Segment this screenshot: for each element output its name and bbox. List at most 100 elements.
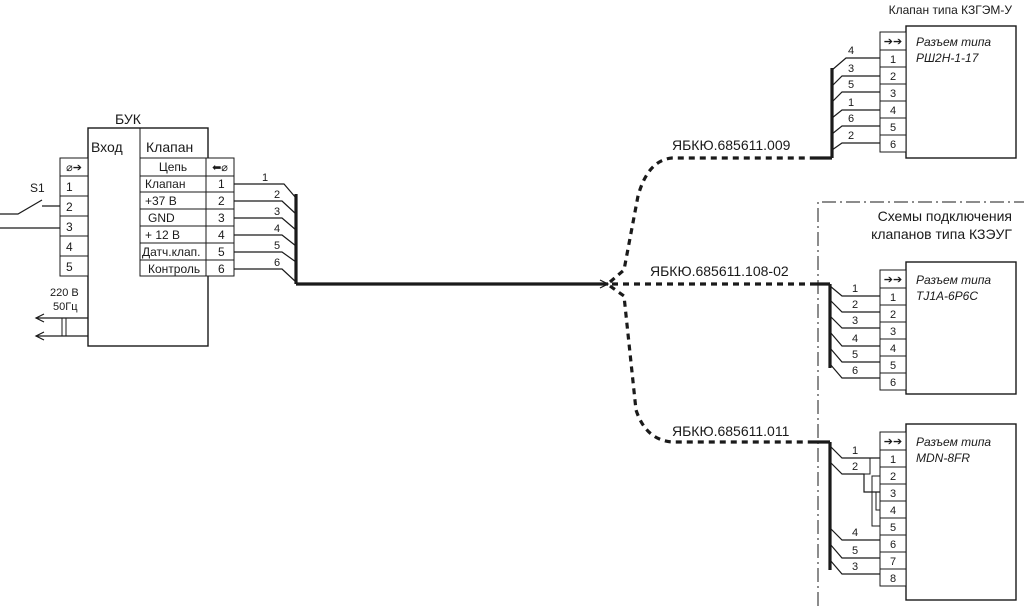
kzgem-pin: 3	[890, 88, 896, 100]
mdn-pin: 2	[890, 471, 896, 483]
valve-row-label: GND	[148, 211, 175, 225]
valve-row-pin: 4	[218, 228, 225, 242]
kzgem-wire-number: 3	[848, 63, 854, 75]
switch-s1: S1	[0, 181, 60, 229]
mdn-header-symbol: ➔➔	[884, 436, 902, 448]
input-pin: 2	[66, 200, 73, 214]
main-trunk	[296, 279, 610, 289]
wire-number: 4	[274, 223, 280, 235]
kzeug-title-line2: клапанов типа КЗЭУГ	[871, 226, 1012, 242]
mdn-wire-number: 2	[852, 461, 858, 473]
tj1a-pin: 1	[890, 292, 896, 304]
buk-title: БУК	[115, 111, 142, 127]
mdn-pin: 1	[890, 454, 896, 466]
input-pin: 5	[66, 260, 73, 274]
valve-row-label: + 12 В	[145, 228, 180, 242]
tj1a-connector: ➔➔ 1 2 3 4 5 6 Разъем типа TJ1A-6P6C 1 2…	[812, 261, 1017, 395]
tj1a-wire-number: 1	[852, 283, 858, 295]
mdn-wire-number: 4	[852, 527, 858, 539]
input-pin: 3	[66, 220, 73, 234]
valve-row-pin: 6	[218, 262, 225, 276]
tj1a-pin: 2	[890, 309, 896, 321]
wire-number: 1	[262, 172, 268, 184]
cable-label-1: ЯБКЮ.685611.009	[672, 137, 791, 153]
mdn-pin: 8	[890, 573, 896, 585]
tj1a-body	[905, 261, 1017, 395]
mdn-connector-model: MDN-8FR	[916, 451, 970, 465]
mdn-pin: 5	[890, 522, 896, 534]
valve-row-label: +37 В	[145, 194, 177, 208]
kzgem-body	[905, 25, 1017, 159]
tj1a-pin: 5	[890, 360, 896, 372]
cable-label-3: ЯБКЮ.685611.011	[672, 423, 790, 439]
valve-row-label: Цепь	[159, 160, 187, 174]
kzeug-group-frame	[817, 201, 1024, 606]
tj1a-pin: 3	[890, 326, 896, 338]
tj1a-pin: 6	[890, 377, 896, 389]
valve-row-pin: 5	[218, 245, 225, 259]
mdn-wire-number: 3	[852, 561, 858, 573]
kzeug-title-line1: Схемы подключения	[878, 208, 1012, 224]
kzgem-valve: Клапан типа КЗГЭМ-У ➔➔ 1 2 3 4 5 6 Разъе…	[812, 3, 1017, 160]
kzgem-wire-number: 5	[848, 79, 854, 91]
kzgem-wire-number: 4	[848, 45, 854, 57]
kzgem-pin: 4	[890, 105, 896, 117]
tj1a-connector-model: TJ1A-6P6C	[916, 289, 978, 303]
kzgem-title: Клапан типа КЗГЭМ-У	[889, 3, 1013, 17]
cable-branches: ЯБКЮ.685611.009 ЯБКЮ.685611.108-02 ЯБКЮ.…	[608, 137, 812, 444]
tj1a-pin: 4	[890, 343, 896, 355]
mdn-connector: ➔➔ 1 2 3 4 5 6 7 8 Разъем типа MDN-8FR 1…	[812, 423, 1017, 601]
tj1a-wire-number: 2	[852, 299, 858, 311]
tj1a-header-symbol: ➔➔	[884, 274, 902, 286]
kzgem-pin: 6	[890, 139, 896, 151]
input-terminal-block: ⌀➔ 1 2 3 4 5	[59, 157, 89, 277]
input-pin: 1	[66, 180, 73, 194]
mdn-wire-number: 1	[852, 445, 858, 457]
input-header-symbol: ⌀➔	[66, 162, 82, 174]
wire-number: 3	[274, 206, 280, 218]
kzgem-pin: 2	[890, 71, 896, 83]
valve-row-pin: 2	[218, 194, 225, 208]
buk-output-wires: 1 2 3 4 5 6	[234, 172, 298, 284]
valve-row-label: Датч.клап.	[142, 245, 201, 259]
mdn-wire-number: 5	[852, 545, 858, 557]
mdn-pin: 4	[890, 505, 896, 517]
valve-row-pin: 3	[218, 211, 225, 225]
kzgem-header-symbol: ➔➔	[884, 36, 902, 48]
tj1a-wire-number: 5	[852, 349, 858, 361]
valve-row-pin: ⬅⌀	[212, 162, 228, 174]
cable-label-2: ЯБКЮ.685611.108-02	[650, 263, 789, 279]
branch-to-mdn	[609, 284, 812, 444]
mdn-pin: 7	[890, 556, 896, 568]
buk-valve-header: Клапан	[146, 139, 193, 155]
kzgem-wire-number: 1	[848, 97, 854, 109]
mdn-pin: 6	[890, 539, 896, 551]
tj1a-wire-number: 4	[852, 333, 858, 345]
valve-row-label: Контроль	[148, 262, 200, 276]
mdn-pin: 3	[890, 488, 896, 500]
kzgem-connector-model: РШ2Н-1-17	[916, 51, 980, 65]
buk-unit: БУК Вход Клапан ⌀➔ 1 2 3 4 5	[59, 111, 235, 347]
kzeug-group: Схемы подключения клапанов типа КЗЭУГ	[817, 201, 1024, 606]
kzgem-pin: 5	[890, 122, 896, 134]
mdn-body	[905, 423, 1017, 601]
wire-number: 2	[274, 189, 280, 201]
wire-number: 6	[274, 257, 280, 269]
kzgem-connector-type: Разъем типа	[916, 35, 991, 49]
valve-row-label: Клапан	[145, 177, 185, 191]
tj1a-wire-number: 6	[852, 365, 858, 377]
power-input: 220 В 50Гц	[34, 287, 88, 341]
input-pin: 4	[66, 240, 73, 254]
mdn-connector-type: Разъем типа	[916, 435, 991, 449]
kzgem-wire-number: 6	[848, 113, 854, 125]
branch-to-kzgem	[608, 156, 812, 284]
switch-label: S1	[30, 181, 45, 195]
wire-number: 5	[274, 240, 280, 252]
kzgem-wire-number: 2	[848, 130, 854, 142]
buk-input-header: Вход	[91, 139, 123, 155]
valve-terminal-table: Цепь ⬅⌀ Клапан 1 +37 В 2 GND 3 + 12 В 4 …	[139, 157, 235, 277]
valve-row-pin: 1	[218, 177, 225, 191]
tj1a-connector-type: Разъем типа	[916, 273, 991, 287]
power-voltage: 220 В	[50, 287, 79, 299]
